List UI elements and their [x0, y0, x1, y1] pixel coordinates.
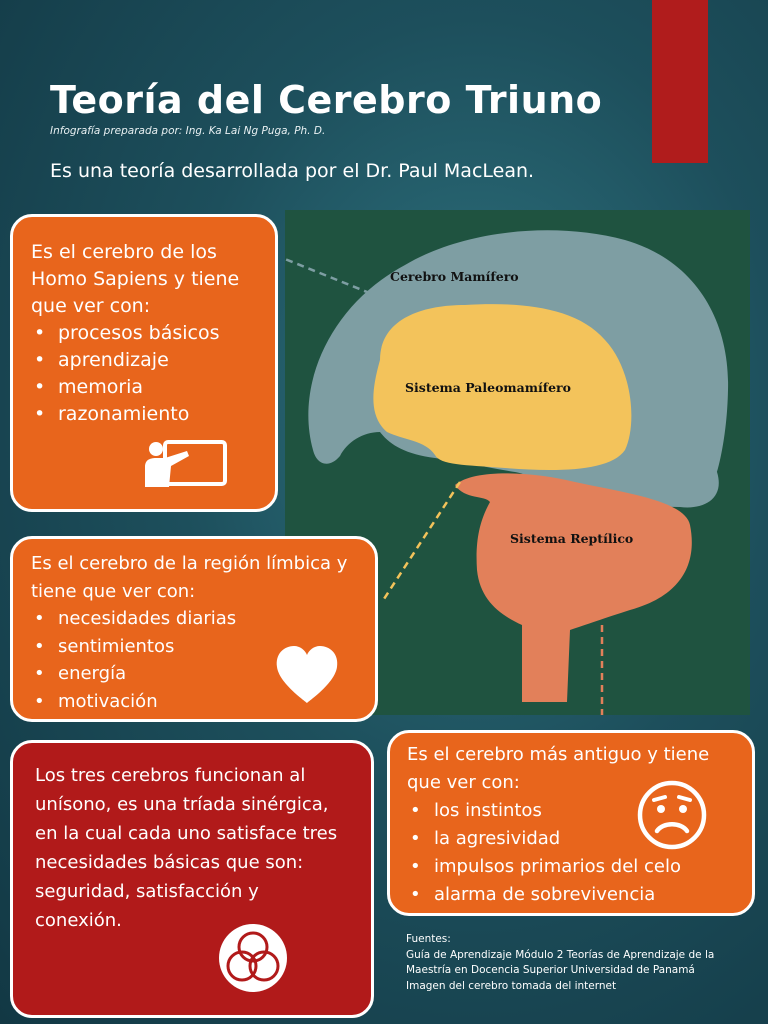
- card-reptiliano-list: los instintos la agresividad impulsos pr…: [407, 797, 735, 909]
- card-limbico: Es el cerebro de la región límbica y tie…: [10, 536, 378, 722]
- list-item: memoria: [31, 374, 257, 401]
- list-item: aprendizaje: [31, 347, 257, 374]
- sources-block: Fuentes: Guía de Aprendizaje Módulo 2 Te…: [406, 932, 736, 994]
- list-item: impulsos primarios del celo: [407, 853, 735, 881]
- card-limbico-intro: Es el cerebro de la región límbica y tie…: [31, 553, 348, 602]
- accent-bar: [652, 0, 708, 163]
- list-item: motivación: [31, 688, 357, 716]
- sistema-paleomamifero-region: [373, 304, 632, 471]
- label-cerebro-mamifero: Cerebro Mamífero: [390, 269, 519, 284]
- author-credit: Infografía preparada por: Ing. Ka Lai Ng…: [50, 125, 326, 137]
- list-item: los instintos: [407, 797, 735, 825]
- list-item: alarma de sobrevivencia: [407, 881, 735, 909]
- list-item: razonamiento: [31, 401, 257, 428]
- list-item: la agresividad: [407, 825, 735, 853]
- page-title: Teoría del Cerebro Triuno: [50, 78, 603, 122]
- heart-icon: [276, 646, 338, 703]
- worried-face-icon: [637, 780, 707, 850]
- label-sistema-paleomamifero: Sistema Paleomamífero: [405, 380, 571, 395]
- card-reptiliano-intro: Es el cerebro más antiguo y tiene que ve…: [407, 744, 710, 793]
- brain-illustration: Cerebro Mamífero Sistema Paleomamífero S…: [285, 210, 750, 715]
- sources-heading: Fuentes:: [406, 933, 451, 945]
- card-neocortex-list: procesos básicos aprendizaje memoria raz…: [31, 320, 257, 428]
- sources-line: Imagen del cerebro tomada del internet: [406, 979, 617, 992]
- sources-line: Guía de Aprendizaje Módulo 2 Teorías de …: [406, 948, 715, 977]
- list-item: energía: [31, 660, 357, 688]
- teacher-board-icon: [145, 440, 227, 487]
- card-triada: Los tres cerebros funcionan al unísono, …: [10, 740, 374, 1018]
- page-subtitle: Es una teoría desarrollada por el Dr. Pa…: [50, 160, 535, 182]
- card-neocortex-intro: Es el cerebro de los Homo Sapiens y tien…: [31, 241, 240, 317]
- card-reptiliano: Es el cerebro más antiguo y tiene que ve…: [387, 730, 755, 916]
- brain-diagram: [285, 230, 729, 715]
- label-sistema-reptilico: Sistema Reptílico: [510, 531, 634, 546]
- card-limbico-list: necesidades diarias sentimientos energía…: [31, 605, 357, 715]
- list-item: sentimientos: [31, 633, 357, 661]
- card-neocortex: Es el cerebro de los Homo Sapiens y tien…: [10, 214, 278, 512]
- list-item: procesos básicos: [31, 320, 257, 347]
- sistema-reptilico-region: [455, 473, 692, 702]
- list-item: necesidades diarias: [31, 605, 357, 633]
- venn-circles-icon: [219, 924, 287, 992]
- card-triada-text: Los tres cerebros funcionan al unísono, …: [35, 765, 338, 931]
